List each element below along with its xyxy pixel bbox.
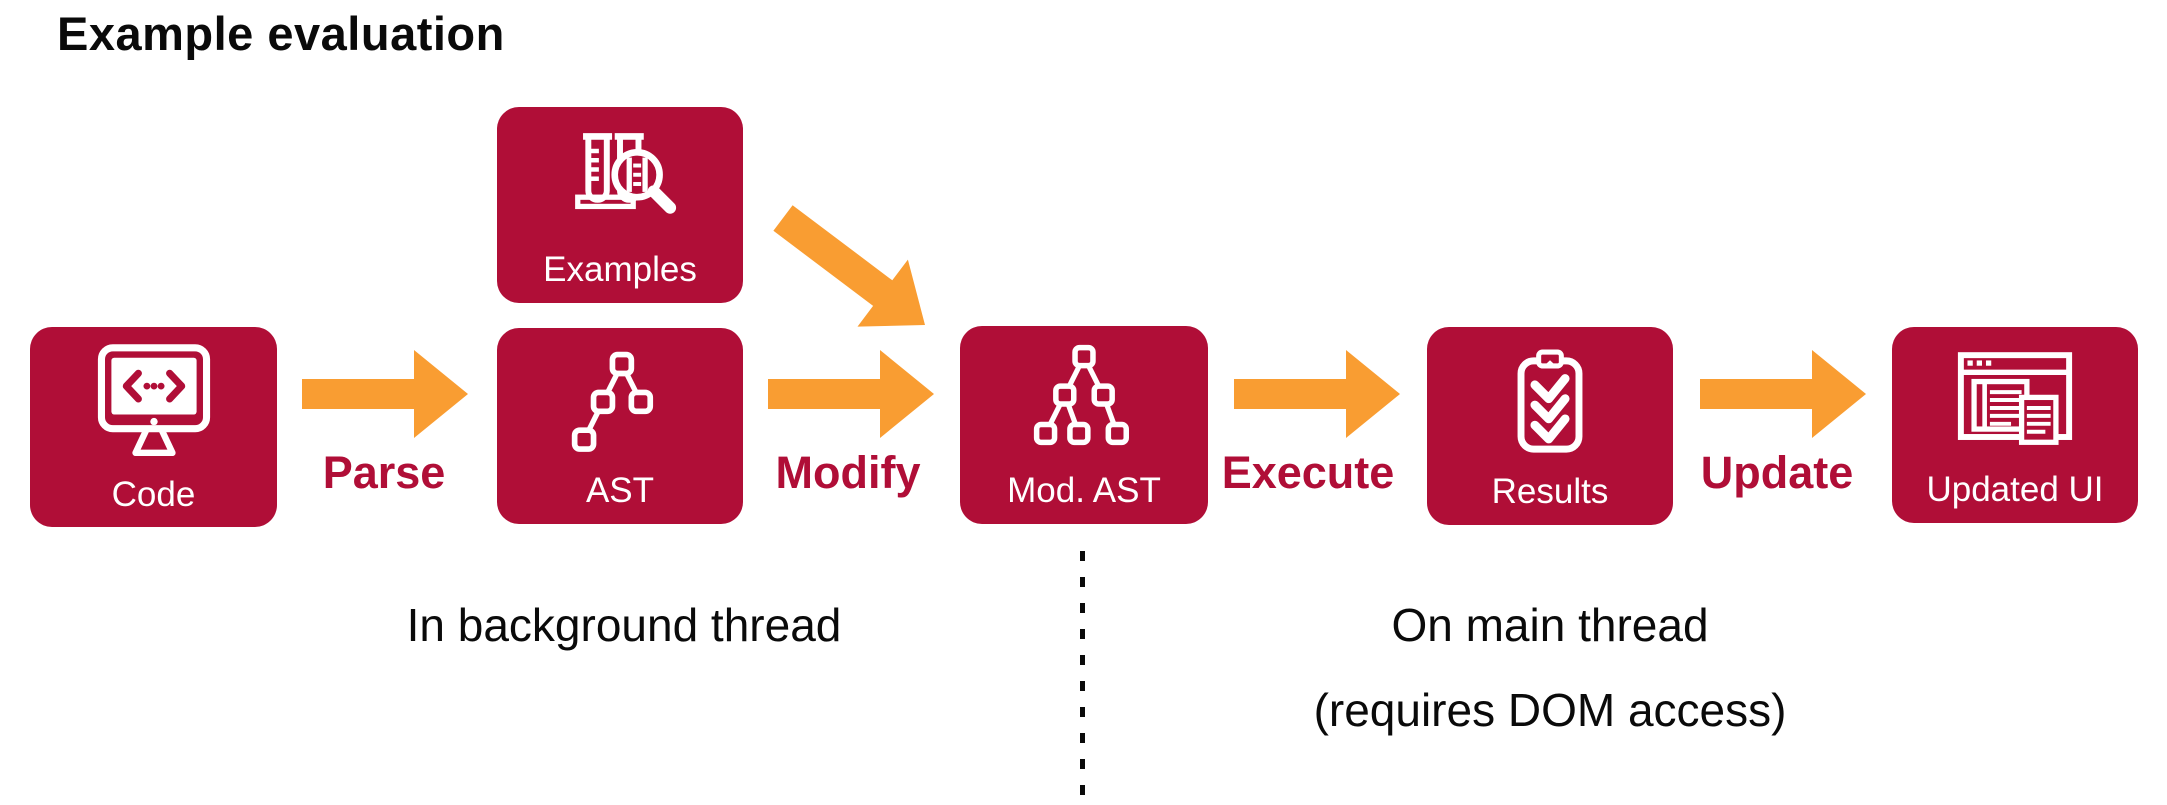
background-thread-caption: In background thread xyxy=(406,599,842,651)
examples-icon-wrap xyxy=(497,107,743,252)
node-examples: Examples xyxy=(497,107,743,303)
updated-ui-window-icon xyxy=(1957,351,2073,445)
ast-tree-icon xyxy=(571,351,654,452)
node-results-label: Results xyxy=(1491,472,1609,511)
results-icon-wrap xyxy=(1427,327,1673,474)
mod-ast-icon-wrap xyxy=(960,326,1208,473)
node-mod-ast-label: Mod. AST xyxy=(1007,471,1161,510)
main-thread-caption-line2: (requires DOM access) xyxy=(1313,684,1787,736)
examples-flask-magnifier-icon xyxy=(575,132,677,214)
parse-arrow-label: Parse xyxy=(322,447,446,498)
ast-icon-wrap xyxy=(497,328,743,473)
node-examples-label: Examples xyxy=(543,250,697,289)
parse-arrow-right-icon xyxy=(302,350,468,438)
execute-arrow-right-icon xyxy=(1234,350,1400,438)
examples-to-mod-ast-arrow-icon xyxy=(773,205,925,327)
main-thread-caption: On main thread (requires DOM access) xyxy=(1150,583,1950,753)
updated-ui-icon-wrap xyxy=(1892,327,2138,472)
thread-divider-dotted-line xyxy=(1080,551,1085,805)
modify-arrow-right-icon xyxy=(768,350,934,438)
execute-arrow-label: Execute xyxy=(1221,447,1395,498)
update-arrow-label: Update xyxy=(1700,447,1854,498)
node-mod-ast: Mod. AST xyxy=(960,326,1208,524)
code-monitor-icon xyxy=(97,344,210,457)
results-clipboard-icon xyxy=(1517,349,1583,453)
node-updated-ui-label: Updated UI xyxy=(1926,470,2104,509)
node-results: Results xyxy=(1427,327,1673,525)
node-updated-ui: Updated UI xyxy=(1892,327,2138,523)
update-arrow-right-icon xyxy=(1700,350,1866,438)
node-ast: AST xyxy=(497,328,743,524)
mod-ast-tree-icon xyxy=(1033,344,1129,445)
modify-arrow-label: Modify xyxy=(775,447,921,498)
main-thread-caption-line1: On main thread xyxy=(1391,599,1709,651)
node-code: Code xyxy=(30,327,277,527)
page-title: Example evaluation xyxy=(57,7,505,60)
node-ast-label: AST xyxy=(585,471,655,510)
code-icon-wrap xyxy=(30,327,277,477)
node-code-label: Code xyxy=(111,475,196,514)
